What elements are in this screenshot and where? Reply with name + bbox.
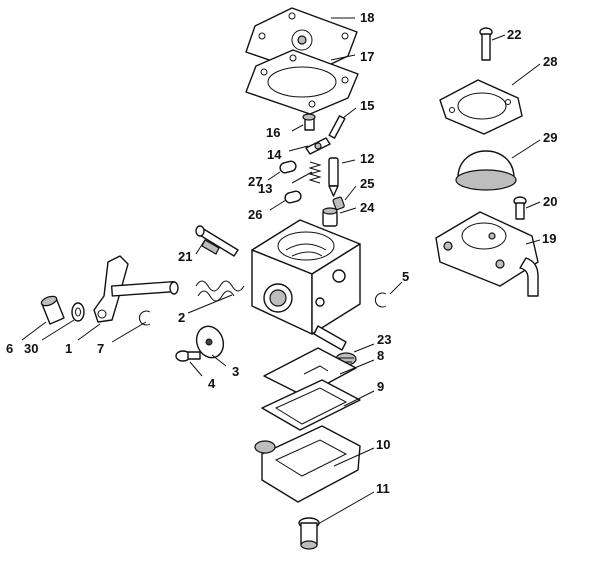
callout-25: 25 bbox=[360, 176, 374, 191]
callout-23: 23 bbox=[377, 332, 391, 347]
callout-labels: 1 2 3 4 5 6 7 8 9 10 11 12 13 14 15 16 1… bbox=[6, 10, 557, 496]
part-28-flange bbox=[439, 79, 523, 135]
callout-26: 26 bbox=[248, 207, 262, 222]
callout-12: 12 bbox=[360, 151, 374, 166]
callout-21: 21 bbox=[178, 249, 192, 264]
part-13-spring bbox=[308, 161, 322, 184]
callout-24: 24 bbox=[360, 200, 375, 215]
callout-7: 7 bbox=[97, 341, 104, 356]
part-8-plate bbox=[263, 347, 357, 397]
part-17-gasket bbox=[245, 49, 359, 115]
part-3-disc bbox=[195, 325, 225, 359]
callout-13: 13 bbox=[258, 181, 272, 196]
part-9-gasket bbox=[261, 379, 361, 431]
part-30-washer bbox=[71, 302, 85, 322]
part-25-screw bbox=[332, 196, 345, 211]
callout-4: 4 bbox=[208, 376, 216, 391]
part-6-bushing bbox=[40, 295, 65, 325]
callout-2: 2 bbox=[178, 310, 185, 325]
callout-8: 8 bbox=[377, 348, 384, 363]
callout-5: 5 bbox=[402, 269, 409, 284]
leader-lines bbox=[21, 17, 541, 525]
carburetor-body bbox=[251, 219, 361, 351]
part-10-pump-cover bbox=[254, 425, 361, 503]
part-19-pump-housing bbox=[435, 211, 539, 297]
part-20-screw bbox=[513, 196, 527, 220]
part-5-clip bbox=[374, 292, 387, 308]
callout-19: 19 bbox=[542, 231, 556, 246]
part-16-screw bbox=[302, 113, 316, 131]
callout-3: 3 bbox=[232, 364, 239, 379]
callout-29: 29 bbox=[543, 130, 557, 145]
callout-17: 17 bbox=[360, 49, 374, 64]
part-29-primer-bulb bbox=[455, 150, 517, 191]
callout-11: 11 bbox=[376, 481, 390, 496]
callout-22: 22 bbox=[507, 27, 521, 42]
callout-28: 28 bbox=[543, 54, 557, 69]
callout-18: 18 bbox=[360, 10, 374, 25]
part-22-screw bbox=[479, 27, 493, 61]
callout-20: 20 bbox=[543, 194, 557, 209]
callout-1: 1 bbox=[65, 341, 72, 356]
part-1-throttle-lever bbox=[93, 255, 179, 323]
part-7-clip bbox=[138, 310, 151, 326]
part-11-screw bbox=[298, 517, 320, 550]
part-27-plug bbox=[279, 160, 297, 174]
callout-15: 15 bbox=[360, 98, 374, 113]
callout-30: 30 bbox=[24, 341, 38, 356]
callout-14: 14 bbox=[267, 147, 282, 162]
part-15-pin bbox=[328, 115, 346, 139]
callout-16: 16 bbox=[266, 125, 280, 140]
callout-10: 10 bbox=[376, 437, 390, 452]
part-26-plug bbox=[284, 190, 302, 204]
callout-6: 6 bbox=[6, 341, 13, 356]
callout-9: 9 bbox=[377, 379, 384, 394]
part-24-sleeve bbox=[322, 207, 338, 227]
part-4-screw bbox=[175, 350, 201, 362]
part-2-spring bbox=[195, 280, 245, 302]
part-14-lever bbox=[305, 137, 331, 155]
part-12-needle bbox=[328, 157, 339, 197]
part-21-shaft bbox=[195, 225, 239, 257]
callout-27: 27 bbox=[248, 174, 262, 189]
